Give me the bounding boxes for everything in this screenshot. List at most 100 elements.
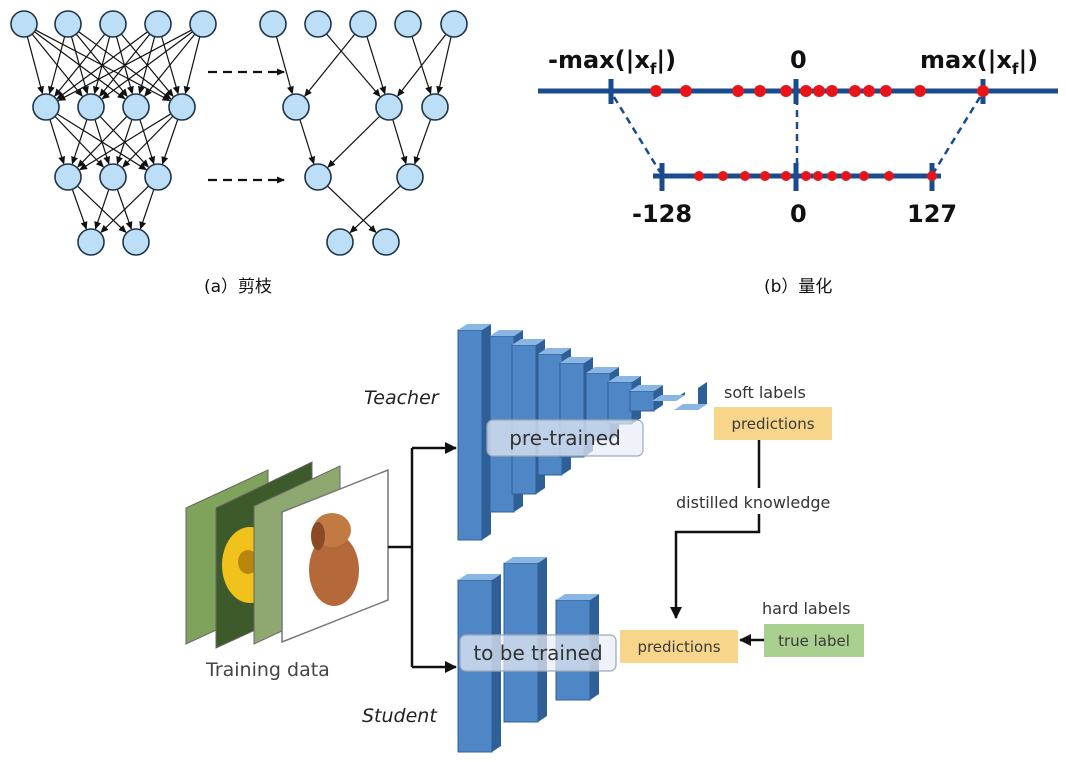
- teacher-predictions-label: predictions: [731, 415, 814, 433]
- pruned-neuron: [304, 163, 332, 191]
- pruned-connection: [299, 119, 316, 165]
- teacher-layer-block: [457, 329, 483, 541]
- dog-ear: [311, 522, 325, 550]
- teacher-layer-block-top: [630, 385, 663, 391]
- teacher-layer-block-top: [512, 339, 545, 345]
- float-value-point: [826, 85, 838, 97]
- float-value-point: [780, 85, 792, 97]
- top-axis-left-label: -max(|xf|): [548, 46, 676, 78]
- pruned-connection: [349, 185, 401, 234]
- float-value-point: [977, 85, 989, 97]
- pruned-neuron: [421, 93, 449, 121]
- pruned-connection: [326, 185, 377, 234]
- pruned-connection: [366, 36, 387, 95]
- teacher-layer-block-top: [586, 367, 619, 373]
- pruned-network: [259, 10, 468, 256]
- training-data-label: Training data: [205, 659, 330, 681]
- float-value-point: [650, 85, 662, 97]
- dense-neuron: [189, 10, 217, 38]
- float-value-point: [680, 85, 692, 97]
- teacher-layer-block-side: [698, 382, 707, 410]
- dense-connection: [47, 36, 66, 95]
- training-images: [185, 461, 389, 649]
- dog-body: [309, 534, 359, 606]
- quantized-value-point: [927, 171, 937, 181]
- dense-connection: [183, 36, 201, 95]
- pruned-neuron: [282, 93, 310, 121]
- hard-labels-label: hard labels: [762, 599, 851, 618]
- dense-neuron: [99, 163, 127, 191]
- quantized-value-point: [740, 171, 750, 181]
- pruned-neuron: [396, 163, 424, 191]
- true-label-box: [764, 624, 864, 657]
- pruning-panel: (a）剪枝: [10, 10, 468, 297]
- distilled-knowledge-label: distilled knowledge: [676, 493, 830, 512]
- dense-connection: [122, 115, 174, 168]
- student-net-label-box: [459, 634, 617, 672]
- quantization-panel: -max(|xf|) 0 max(|xf|) -128 0 127 (b）量化: [538, 46, 1058, 297]
- teacher-layer-block-top: [490, 330, 523, 336]
- dense-connection: [101, 31, 193, 100]
- student-label: Student: [362, 705, 438, 727]
- pruned-connection: [413, 119, 432, 165]
- float-value-points: [650, 85, 989, 97]
- student-predictions-label: predictions: [637, 638, 720, 656]
- pruned-neuron: [394, 10, 422, 38]
- pruned-neuron: [349, 10, 377, 38]
- dense-neuron: [144, 163, 172, 191]
- pruned-connection: [436, 36, 452, 95]
- dense-connection: [139, 119, 156, 165]
- float-value-point: [800, 85, 812, 97]
- quantized-value-point: [781, 171, 791, 181]
- dense-connection: [49, 119, 66, 165]
- dense-neuron: [32, 93, 60, 121]
- quantized-value-point: [813, 171, 823, 181]
- pruned-connection: [392, 119, 408, 165]
- teacher-layer-block: [537, 353, 563, 476]
- dense-connection: [56, 31, 148, 100]
- float-value-point: [754, 85, 766, 97]
- pruned-connection: [325, 33, 381, 98]
- dense-connection: [144, 33, 196, 97]
- teacher-net-label: pre-trained: [509, 426, 621, 450]
- teacher-layer-block-top: [560, 357, 593, 363]
- dense-connection: [94, 189, 110, 230]
- flower-center: [238, 550, 258, 574]
- pruned-neuron: [440, 10, 468, 38]
- quantized-value-point: [827, 171, 837, 181]
- pruning-caption: (a）剪枝: [204, 277, 272, 297]
- dense-network: [10, 10, 217, 256]
- soft-labels-label: soft labels: [724, 383, 806, 402]
- teacher-layer-block-top: [608, 376, 641, 382]
- dense-neuron: [144, 10, 172, 38]
- dense-connection: [77, 115, 128, 168]
- teacher-layer-block-top: [652, 395, 685, 401]
- pruned-connection: [327, 115, 381, 168]
- quantized-value-point: [760, 171, 770, 181]
- float-value-point: [813, 85, 825, 97]
- dense-connection: [57, 29, 192, 101]
- teacher-layer-block-top: [674, 404, 707, 410]
- quantization-caption: (b）量化: [764, 277, 832, 297]
- float-value-point: [880, 85, 892, 97]
- pruned-connection: [304, 33, 356, 97]
- top-axis-right-label: max(|xf|): [920, 46, 1038, 78]
- mapping-dashed-left: [612, 96, 662, 173]
- student-predictions-box: [620, 630, 738, 663]
- dense-connection: [71, 189, 88, 230]
- dense-neuron: [10, 10, 38, 38]
- dense-neuron: [77, 93, 105, 121]
- pruned-neuron: [375, 93, 403, 121]
- quantized-value-point: [884, 171, 894, 181]
- pruned-connection: [397, 33, 447, 97]
- student-layer-block-top: [458, 574, 501, 580]
- teacher-layer-block: [629, 390, 655, 412]
- dense-connection: [26, 36, 45, 95]
- teacher-label: Teacher: [364, 387, 440, 409]
- dense-connection: [161, 119, 179, 165]
- dense-connection: [79, 113, 172, 171]
- teacher-predictions-box: [714, 407, 832, 440]
- student-net-label: to be trained: [473, 641, 602, 665]
- true-label-text: true label: [778, 632, 850, 650]
